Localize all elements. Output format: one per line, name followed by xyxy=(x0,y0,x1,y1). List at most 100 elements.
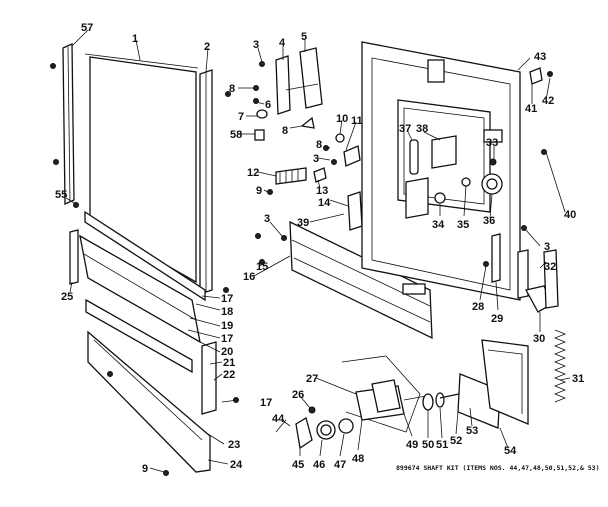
callout-41: 41 xyxy=(525,103,537,115)
shaft-kit-group xyxy=(275,339,529,450)
vent-strip xyxy=(69,229,79,285)
roller xyxy=(254,129,265,141)
callout-27: 27 xyxy=(306,373,318,385)
callout-40: 40 xyxy=(564,209,576,221)
callout-25: 25 xyxy=(61,291,73,303)
callout-1: 1 xyxy=(132,33,138,45)
callout-38: 38 xyxy=(416,123,428,135)
kick-bracket xyxy=(201,341,217,415)
door-panel-group xyxy=(50,43,239,476)
callout-31: 31 xyxy=(572,373,584,385)
callout-46: 46 xyxy=(313,459,325,471)
door-edge-strip-left xyxy=(62,43,75,205)
callout-8: 8 xyxy=(316,139,322,151)
callout-58: 58 xyxy=(230,129,242,141)
callout-12: 12 xyxy=(247,167,259,179)
callout-35: 35 xyxy=(457,219,469,231)
callout-3: 3 xyxy=(253,39,259,51)
callout-32: 32 xyxy=(544,261,556,273)
callout-29: 29 xyxy=(491,313,503,325)
callout-39: 39 xyxy=(297,217,309,229)
callout-24: 24 xyxy=(230,459,243,471)
latch-block-left xyxy=(347,191,363,231)
shaft-kit-caption: 899674 SHAFT KIT (ITEMS NOS. 44,47,48,50… xyxy=(396,464,600,472)
pivot-pin xyxy=(335,133,345,143)
callout-2: 2 xyxy=(204,41,210,53)
latch-spring xyxy=(256,109,268,119)
spring-clip xyxy=(313,167,327,183)
callout-16: 16 xyxy=(243,271,255,283)
washer xyxy=(422,393,434,411)
callout-9: 9 xyxy=(256,185,262,197)
dispenser-cup xyxy=(405,177,429,219)
leader-lines xyxy=(65,29,571,473)
gear-bracket xyxy=(295,417,313,450)
callout-3: 3 xyxy=(264,213,270,225)
callout-15: 15 xyxy=(256,261,268,273)
callout-33: 33 xyxy=(486,137,498,149)
panel-clip xyxy=(529,67,543,85)
callout-20: 20 xyxy=(221,346,233,358)
side-rail-right xyxy=(491,233,501,283)
callout-55: 55 xyxy=(55,189,67,201)
callout-8: 8 xyxy=(282,125,288,137)
callout-42: 42 xyxy=(542,95,554,107)
callout-11: 11 xyxy=(351,115,363,127)
callout-3: 3 xyxy=(544,241,550,253)
door-panel xyxy=(89,56,197,284)
detergent-lid xyxy=(483,129,503,143)
callout-50: 50 xyxy=(422,439,434,451)
callout-51: 51 xyxy=(436,439,448,451)
hinge-bracket xyxy=(275,55,291,115)
door-spring xyxy=(553,329,567,403)
callouts: 57 1 2 3 4 5 8 6 7 8 58 8 10 11 3 12 9 1… xyxy=(55,22,584,475)
top-hinge-plate xyxy=(427,59,445,83)
callout-43: 43 xyxy=(534,51,546,63)
callout-37: 37 xyxy=(399,123,411,135)
callout-17: 17 xyxy=(260,397,272,409)
callout-45: 45 xyxy=(292,459,304,471)
callout-17: 17 xyxy=(221,293,233,305)
callout-13: 13 xyxy=(316,185,328,197)
latch-lever xyxy=(343,145,361,167)
callout-26: 26 xyxy=(292,389,304,401)
callout-22: 22 xyxy=(223,369,235,381)
callout-44: 44 xyxy=(272,413,285,425)
callout-49: 49 xyxy=(406,439,418,451)
callout-14: 14 xyxy=(318,197,331,209)
hinge-latch-group xyxy=(253,47,361,195)
hinge-link xyxy=(543,249,559,309)
callout-28: 28 xyxy=(472,301,484,313)
inner-door-panel-group xyxy=(361,41,567,403)
callout-10: 10 xyxy=(336,113,348,125)
kit-outline xyxy=(341,355,421,433)
dispenser-spring xyxy=(409,139,419,175)
door-guide xyxy=(517,249,529,299)
callout-17: 17 xyxy=(221,333,233,345)
rinse-cap xyxy=(434,192,446,204)
callout-23: 23 xyxy=(228,439,240,451)
callout-54: 54 xyxy=(504,445,517,457)
door-latch-bracket xyxy=(299,47,323,109)
callout-36: 36 xyxy=(483,215,495,227)
dispenser-latch xyxy=(431,135,457,169)
callout-47: 47 xyxy=(334,459,346,471)
callout-19: 19 xyxy=(221,320,233,332)
callout-9: 9 xyxy=(142,463,148,475)
callout-48: 48 xyxy=(352,453,364,465)
callout-5: 5 xyxy=(301,31,307,43)
callout-4: 4 xyxy=(279,37,286,49)
toe-kick-panel xyxy=(87,330,211,473)
trim-strip xyxy=(85,298,193,374)
collar xyxy=(435,392,445,408)
bearing xyxy=(338,418,354,434)
callout-21: 21 xyxy=(223,357,235,369)
callout-53: 53 xyxy=(466,425,478,437)
rail-stop xyxy=(402,283,426,295)
door-handle xyxy=(481,339,529,425)
callout-7: 7 xyxy=(238,111,244,123)
callout-34: 34 xyxy=(432,219,445,231)
callout-52: 52 xyxy=(450,435,462,447)
latch-spring-assembly xyxy=(275,167,307,185)
